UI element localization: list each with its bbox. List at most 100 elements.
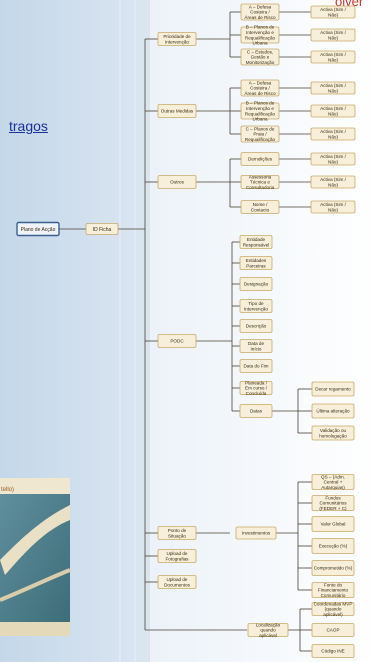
node-outros-child-1-activa-label: Não) (328, 182, 338, 187)
node-outras-child-0-label: A – Defesa (249, 80, 272, 85)
node-outros-child-0-activa[interactable]: Activa (Sim /Não) (310, 152, 356, 166)
node-podc-child-8[interactable]: Datas (239, 404, 273, 418)
node-upload-fotografias-label: Upload de (167, 551, 188, 556)
partial-link-text[interactable]: tragos (9, 118, 48, 134)
node-local-child-0-label: Coordenadas MVP (314, 601, 353, 606)
node-outras-child-0-activa-label: Não) (328, 88, 338, 93)
node-outros-child-0-activa-label: Não) (328, 159, 338, 164)
node-prioridade-child-0-activa-label: Activa (Sim / (320, 7, 347, 12)
node-podc-box (157, 334, 197, 348)
node-invest-child-2-label: Valor Global (321, 522, 346, 527)
node-outros-child-0-activa-label: Activa (Sim / (320, 154, 347, 159)
node-podc-child-6[interactable]: Data do Fim (239, 359, 273, 373)
node-outras-child-1-box (240, 102, 280, 120)
node-datas-child-1[interactable]: Última alteração (311, 403, 355, 419)
node-invest-child-4[interactable]: Comprometido (%) (311, 560, 355, 576)
node-invest-child-3-box (311, 538, 355, 554)
node-prioridade-child-1-label: Urbana (252, 41, 268, 46)
node-investimentos[interactable]: Investimentos (235, 526, 277, 540)
node-prioridade-child-1-label: Requalificação (245, 35, 276, 40)
node-outras-medidas[interactable]: Outras Medidas (157, 104, 197, 118)
node-prioridade-child-1-label: Intervenção e (246, 30, 274, 35)
node-outras-child-0-activa-box (310, 81, 356, 95)
node-podc-child-0-label: Entidade (247, 237, 266, 242)
node-investimentos-box (235, 526, 277, 540)
node-prioridade-child-2-activa-label: Activa (Sim / (320, 52, 347, 57)
node-outras-child-1-activa[interactable]: Activa (Sim /Não) (310, 104, 356, 118)
node-prioridade-child-2-activa[interactable]: Activa (Sim /Não) (310, 50, 356, 64)
node-outros[interactable]: Outros (157, 175, 197, 189)
node-podc-child-7[interactable]: Planeada /Em curso /Concluída (239, 380, 273, 396)
node-datas-child-0-label: Decar regamento (315, 387, 351, 392)
node-podc-child-6-box (239, 359, 273, 373)
node-local-child-2-box (311, 644, 355, 658)
node-datas-child-2-box (311, 425, 355, 441)
node-localizacao-label: Localização (256, 622, 281, 627)
node-podc-child-0-label: Responsável (243, 242, 270, 247)
node-upload-fotografias-box (157, 549, 197, 563)
node-invest-child-1-label: (FEDER + C) (319, 506, 347, 511)
node-plano-de-accao-label: Plano de Acção (21, 227, 56, 233)
node-outros-child-0[interactable]: Demolições (240, 152, 280, 166)
node-podc-child-4-box (239, 319, 273, 333)
node-podc-child-3-label: Tipo de (248, 301, 264, 306)
node-plano-de-accao[interactable]: Plano de Acção (16, 221, 60, 237)
node-podc-child-7-label: Em curso / (245, 386, 268, 391)
node-outras-child-0-activa[interactable]: Activa (Sim /Não) (310, 81, 356, 95)
node-outras-child-0-label: Costeira / (250, 86, 270, 91)
node-outros-child-1-label: Consultadoria (246, 185, 275, 190)
node-prioridade-child-1-box (240, 26, 280, 44)
node-id-ficha[interactable]: ID Ficha (85, 223, 119, 235)
node-outras-child-2-activa[interactable]: Activa (Sim /Não) (310, 127, 356, 141)
node-local-child-2[interactable]: Código INE (311, 644, 355, 658)
node-prioridade-child-2-label: C – Estudos, (247, 49, 273, 54)
node-plano-de-accao-box (16, 221, 60, 237)
node-outras-child-2-activa-label: Activa (Sim / (320, 129, 347, 134)
node-outros-child-2-activa[interactable]: Activa (Sim /Não) (310, 200, 356, 214)
node-podc[interactable]: PODC (157, 334, 197, 348)
node-outros-child-1-label: Técnica e (250, 180, 270, 185)
node-prioridade-child-0-activa[interactable]: Activa (Sim /Não) (310, 5, 356, 19)
node-investimentos-label: Investimentos (242, 531, 271, 536)
node-prioridade-child-0-activa-box (310, 5, 356, 19)
node-podc-child-4[interactable]: Descrição (239, 319, 273, 333)
node-invest-child-0[interactable]: QS – (Adm.Central +Autarquias) (311, 474, 355, 490)
node-invest-child-3[interactable]: Execução (%) (311, 538, 355, 554)
node-outras-child-2-label: C – Planos de (246, 126, 275, 131)
node-local-child-1[interactable]: CAOP (311, 623, 355, 637)
node-invest-child-4-label: Comprometido (%) (314, 566, 353, 571)
node-podc-child-2[interactable]: Designação (239, 277, 273, 291)
node-invest-child-1-label: Fundos (325, 495, 341, 500)
node-outros-child-2[interactable]: Nome /Contacto (240, 200, 280, 214)
node-podc-child-2-label: Designação (244, 282, 269, 287)
node-prioridade-child-1-activa[interactable]: Activa (Sim /Não) (310, 28, 356, 42)
node-outras-child-1-label: Requalificação (245, 111, 276, 116)
node-datas-child-0[interactable]: Decar regamento (311, 381, 355, 397)
node-id-ficha-label: ID Ficha (93, 227, 112, 233)
node-outros-child-1-activa[interactable]: Activa (Sim /Não) (310, 175, 356, 189)
node-invest-child-2[interactable]: Valor Global (311, 516, 355, 532)
node-outras-child-2-activa-label: Não) (328, 134, 338, 139)
node-podc-child-8-label: Datas (250, 409, 263, 414)
node-podc-child-5-label: Início (251, 346, 262, 351)
